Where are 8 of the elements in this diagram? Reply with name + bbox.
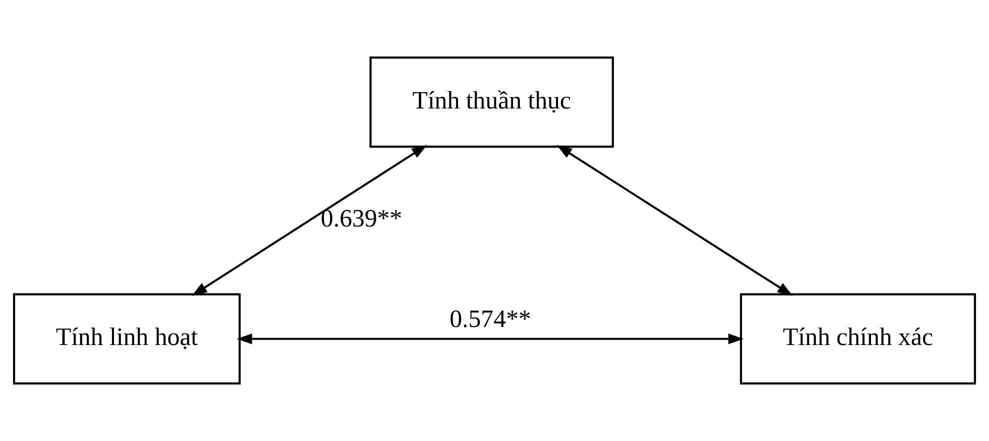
node-box: Tính thuần thục (370, 56, 614, 148)
edge-label: 0.639** (320, 206, 402, 233)
node-box: Tính chính xác (740, 293, 976, 384)
arrow (236, 334, 744, 344)
edge-label: 0.574** (450, 306, 532, 333)
arrow (556, 145, 793, 296)
node-box: Tính linh hoạt (13, 293, 241, 384)
arrow (192, 145, 428, 296)
